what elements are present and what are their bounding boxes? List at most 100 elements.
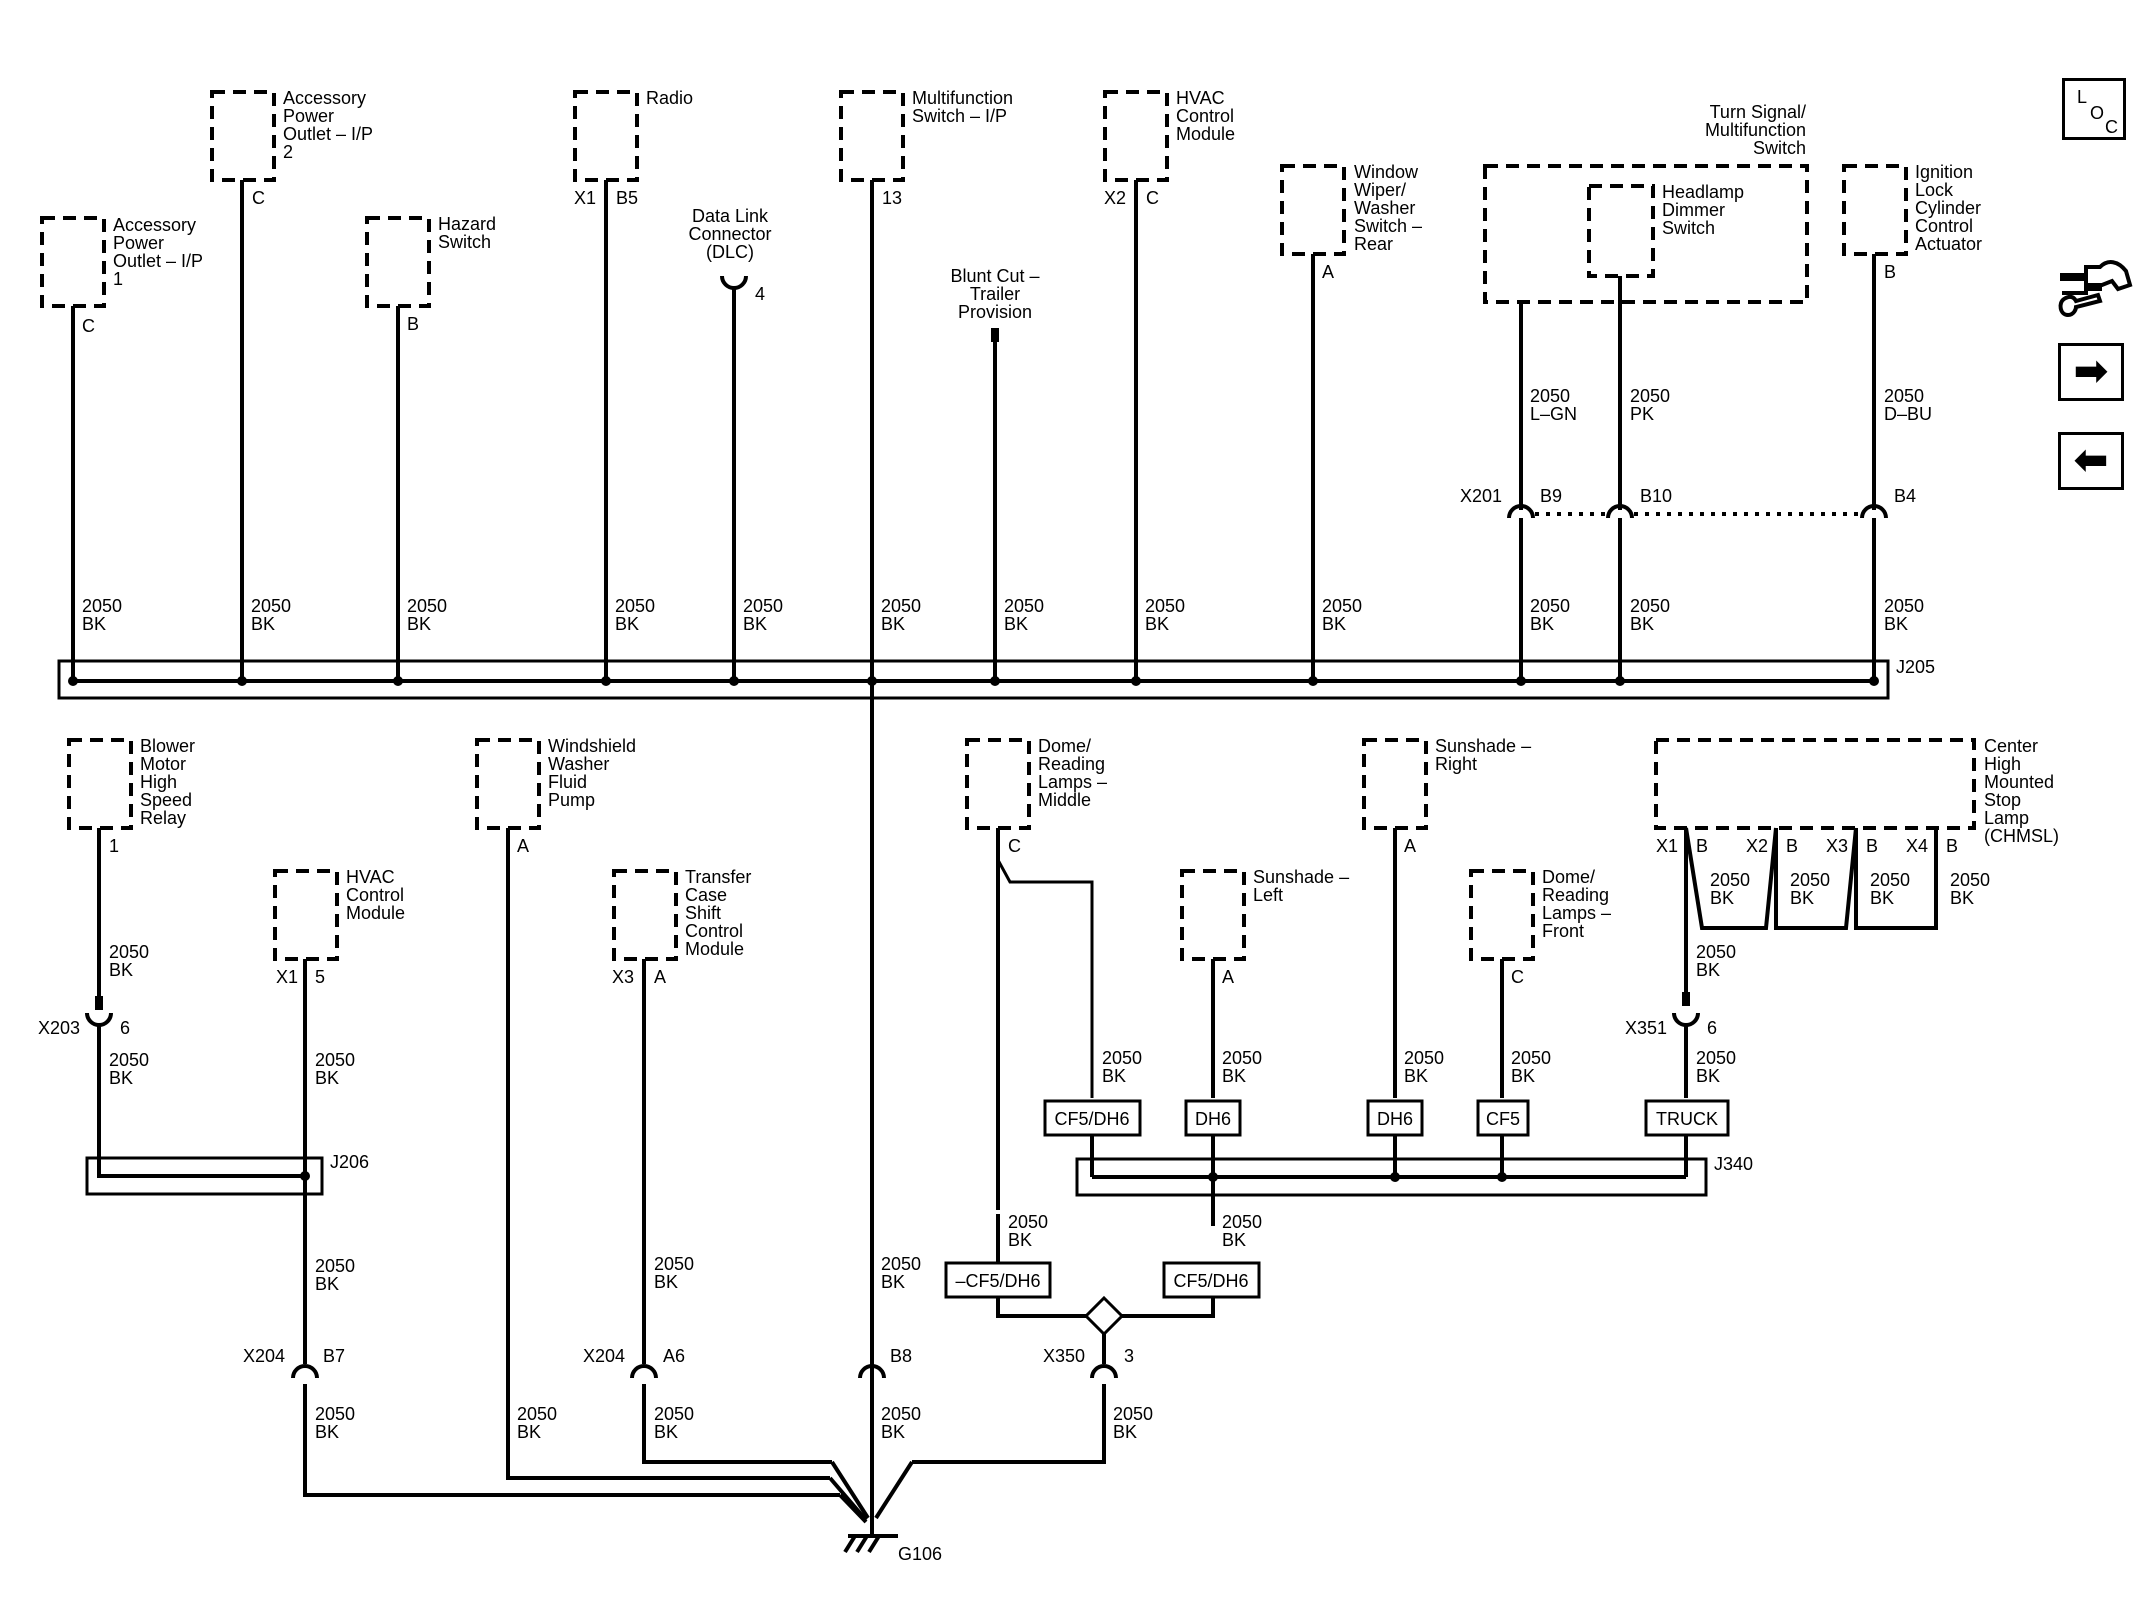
arrow-left-icon[interactable]: ⬅ (2058, 432, 2124, 490)
svg-text:X204: X204 (583, 1346, 625, 1366)
component-dome-lamps-middle: Dome/ Reading Lamps – Middle C (965, 736, 1107, 856)
arrow-right-icon[interactable]: ➡ (2058, 343, 2124, 401)
svg-text:BK: BK (1950, 888, 1974, 908)
svg-text:C: C (1008, 836, 1021, 856)
svg-text:G106: G106 (898, 1544, 942, 1564)
svg-text:Accessory: Accessory (113, 215, 196, 235)
svg-text:Mounted: Mounted (1984, 772, 2054, 792)
svg-text:2050: 2050 (1008, 1212, 1048, 1232)
svg-text:B: B (1946, 836, 1958, 856)
svg-text:2050: 2050 (407, 596, 447, 616)
svg-text:BK: BK (1113, 1422, 1137, 1442)
component-hvac-module-top: HVAC Control Module X2 C (1103, 88, 1235, 208)
svg-text:B: B (1786, 836, 1798, 856)
svg-text:2050: 2050 (743, 596, 783, 616)
wrench-hand-icon[interactable] (2056, 245, 2136, 323)
svg-text:Control: Control (1915, 216, 1973, 236)
component-hazard-switch: Hazard Switch B (365, 214, 496, 334)
svg-text:A: A (517, 836, 529, 856)
svg-text:Center: Center (1984, 736, 2038, 756)
svg-text:Stop: Stop (1984, 790, 2021, 810)
svg-text:DH6: DH6 (1195, 1109, 1231, 1129)
svg-text:A: A (654, 967, 666, 987)
svg-text:BK: BK (1870, 888, 1894, 908)
svg-text:5: 5 (315, 967, 325, 987)
connector-x203: X203 6 2050 BK (38, 996, 149, 1088)
svg-text:J206: J206 (330, 1152, 369, 1172)
svg-text:X4: X4 (1906, 836, 1928, 856)
svg-text:X1: X1 (276, 967, 298, 987)
svg-text:2050: 2050 (1511, 1048, 1551, 1068)
component-blower-motor-relay: Blower Motor High Speed Relay 1 2050 BK (67, 736, 195, 980)
svg-text:BK: BK (654, 1272, 678, 1292)
svg-text:TRUCK: TRUCK (1656, 1109, 1718, 1129)
svg-text:X1: X1 (574, 188, 596, 208)
svg-text:2050: 2050 (315, 1404, 355, 1424)
svg-text:Reading: Reading (1038, 754, 1105, 774)
svg-text:2050: 2050 (1630, 386, 1670, 406)
component-radio: Radio X1 B5 (573, 88, 693, 208)
svg-text:Lock: Lock (1915, 180, 1954, 200)
svg-text:L–GN: L–GN (1530, 404, 1577, 424)
svg-text:Module: Module (1176, 124, 1235, 144)
svg-text:2050: 2050 (1696, 942, 1736, 962)
svg-text:Dome/: Dome/ (1542, 867, 1595, 887)
svg-text:X2: X2 (1746, 836, 1768, 856)
svg-text:BK: BK (1222, 1066, 1246, 1086)
svg-text:Accessory: Accessory (283, 88, 366, 108)
svg-text:Rear: Rear (1354, 234, 1393, 254)
svg-text:1: 1 (113, 269, 123, 289)
svg-text:2050: 2050 (1710, 870, 1750, 890)
svg-text:X350: X350 (1043, 1346, 1085, 1366)
svg-text:Speed: Speed (140, 790, 192, 810)
svg-text:B10: B10 (1640, 486, 1672, 506)
svg-text:J205: J205 (1896, 657, 1935, 677)
svg-text:2050: 2050 (654, 1404, 694, 1424)
svg-text:B: B (1866, 836, 1878, 856)
svg-text:BK: BK (1630, 614, 1654, 634)
svg-text:Wiper/: Wiper/ (1354, 180, 1406, 200)
svg-text:2050: 2050 (1404, 1048, 1444, 1068)
component-washer-fluid-pump: Windshield Washer Fluid Pump A 2050 BK (475, 736, 636, 1442)
svg-text:2050: 2050 (315, 1050, 355, 1070)
svg-text:2050: 2050 (1790, 870, 1830, 890)
component-turn-signal-switch: Turn Signal/ Multifunction Switch Headla… (1483, 102, 1809, 304)
svg-text:Hazard: Hazard (438, 214, 496, 234)
svg-text:BK: BK (1696, 1066, 1720, 1086)
svg-text:B8: B8 (890, 1346, 912, 1366)
svg-text:Lamp: Lamp (1984, 808, 2029, 828)
svg-text:Data Link: Data Link (692, 206, 769, 226)
svg-text:BK: BK (1008, 1230, 1032, 1250)
svg-text:BK: BK (1322, 614, 1346, 634)
svg-text:BK: BK (881, 614, 905, 634)
component-wiper-washer-switch-rear: Window Wiper/ Washer Switch – Rear A (1280, 162, 1422, 282)
svg-text:BK: BK (315, 1068, 339, 1088)
svg-text:Dome/: Dome/ (1038, 736, 1091, 756)
svg-text:13: 13 (882, 188, 902, 208)
location-button[interactable]: L O C (2062, 78, 2126, 140)
svg-text:Blunt Cut –: Blunt Cut – (950, 266, 1039, 286)
svg-text:Trailer: Trailer (970, 284, 1020, 304)
component-data-link-connector: Data Link Connector (DLC) 4 (688, 206, 771, 304)
svg-text:1: 1 (109, 836, 119, 856)
svg-text:Control: Control (346, 885, 404, 905)
svg-text:Module: Module (685, 939, 744, 959)
svg-text:BK: BK (615, 614, 639, 634)
svg-text:BK: BK (1102, 1066, 1126, 1086)
svg-text:Transfer: Transfer (685, 867, 751, 887)
svg-text:A: A (1322, 262, 1334, 282)
connector-x351: X351 6 2050 BK (1625, 992, 1736, 1086)
svg-text:2050: 2050 (1884, 386, 1924, 406)
svg-text:B: B (1884, 262, 1896, 282)
svg-text:BK: BK (1004, 614, 1028, 634)
svg-text:A: A (1404, 836, 1416, 856)
svg-text:Right: Right (1435, 754, 1477, 774)
splice-j340: J340 (1075, 1154, 1753, 1197)
svg-text:Switch: Switch (1662, 218, 1715, 238)
svg-text:Outlet – I/P: Outlet – I/P (113, 251, 203, 271)
svg-text:Dimmer: Dimmer (1662, 200, 1725, 220)
component-dome-lamps-front: Dome/ Reading Lamps – Front C 2050 BK (1469, 867, 1611, 1086)
svg-text:PK: PK (1630, 404, 1654, 424)
svg-text:BK: BK (517, 1422, 541, 1442)
component-hvac-module-bottom: HVAC Control Module X1 5 2050 BK (273, 867, 405, 1088)
